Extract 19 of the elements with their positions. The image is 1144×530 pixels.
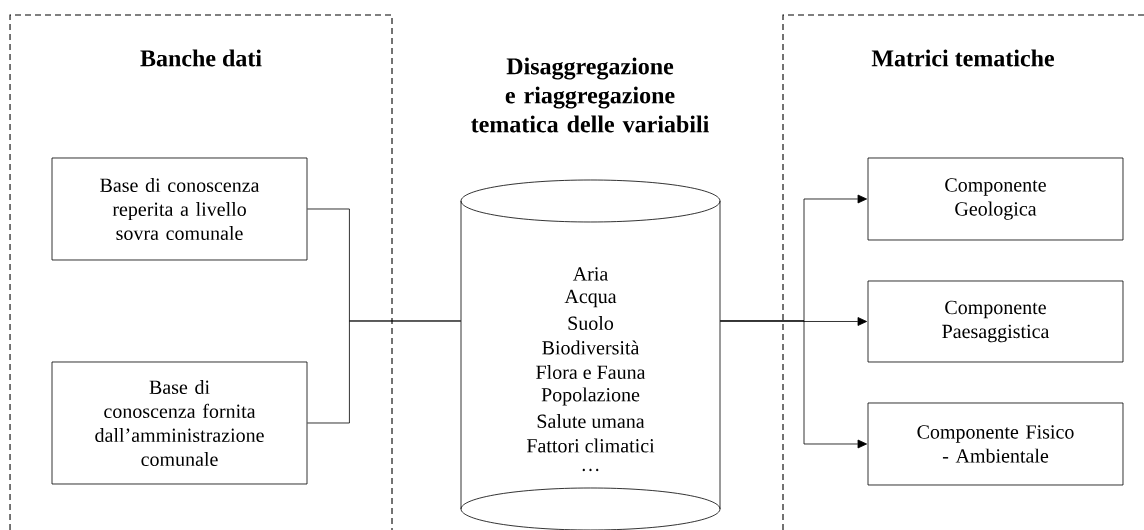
text-box: Base di conoscenza reperita a livello sovra comunale [51,157,308,261]
list-item: Popolazione [541,387,640,406]
text-box: Componente Geologica [867,157,1124,241]
heading: Disaggregazione e riaggregazione tematica delle variabili [471,57,709,133]
panel-heading: Banche dati [140,49,262,67]
connector [307,320,462,424]
list-item: Biodiversità [542,340,640,355]
list-item: Suolo [568,315,614,330]
text-box: Componente Fisico - Ambientale [867,402,1124,486]
text-box: Componente Paesaggistica [867,280,1124,363]
list-item: Fattori climatici [526,438,655,453]
list-item: Aria [572,267,608,281]
list-item: Salute umana [537,413,645,428]
text-box: Base di conoscenza fornita dall’amministrazione comunale [51,361,308,485]
list-item: Flora e Fauna [536,364,646,379]
list-item: … [582,468,599,472]
list-item: Acqua [564,289,617,308]
panel-heading: Matrici tematiche [871,49,1054,67]
connector [719,320,868,449]
